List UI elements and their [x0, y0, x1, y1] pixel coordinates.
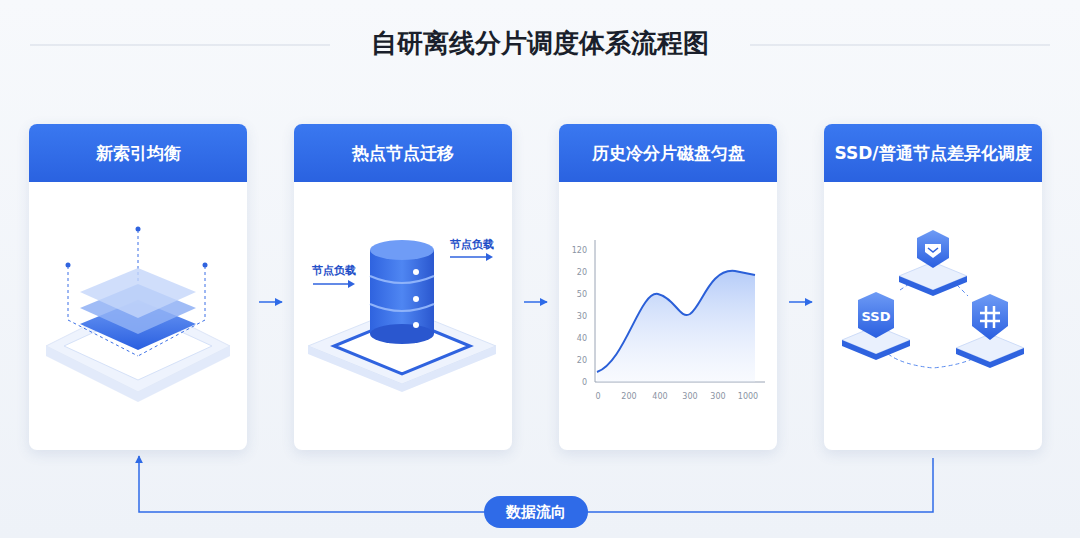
axis-tick: 120 [572, 246, 587, 255]
axis-tick: 1000 [738, 392, 758, 401]
line-chart [595, 240, 765, 382]
node-badges [842, 230, 1024, 368]
axis-tick: 300 [710, 392, 725, 401]
axis-tick: 300 [682, 392, 697, 401]
process-card: 热点节点迁移 [294, 124, 512, 450]
process-card: SSD/普通节点差异化调度 [824, 124, 1042, 450]
title-rule [750, 45, 1050, 46]
database-icon [308, 240, 496, 392]
flow-arrow [259, 301, 282, 303]
flow-arrow [524, 301, 547, 303]
flow-note: 节点负载 [312, 263, 356, 278]
process-card: 历史冷分片磁盘匀盘 [559, 124, 777, 450]
flow-note: 节点负载 [450, 237, 494, 252]
card-header: 历史冷分片磁盘匀盘 [559, 124, 777, 182]
card-header: SSD/普通节点差异化调度 [824, 124, 1042, 182]
axis-tick: 20 [577, 356, 587, 365]
flow-arrow [789, 301, 812, 303]
axis-tick: 400 [652, 392, 667, 401]
axis-tick: 0 [582, 378, 587, 387]
card-title: SSD/普通节点差异化调度 [834, 142, 1031, 165]
card-title: 历史冷分片磁盘匀盘 [592, 142, 745, 165]
card-header: 新索引均衡 [29, 124, 247, 182]
icon-text: SSD [862, 309, 891, 324]
axis-tick: 40 [577, 334, 587, 343]
title-rule [30, 45, 330, 46]
axis-tick: 30 [577, 312, 587, 321]
axis-tick: 0 [595, 392, 600, 401]
edge-label: 数据流向 [484, 496, 588, 528]
card-title: 新索引均衡 [96, 142, 181, 165]
process-card: 新索引均衡 [29, 124, 247, 450]
axis-tick: 50 [577, 290, 587, 299]
axis-tick: 20 [577, 268, 587, 277]
diagram-title: 自研离线分片调度体系流程图 [0, 26, 1080, 61]
card-title: 热点节点迁移 [352, 142, 454, 165]
card-header: 热点节点迁移 [294, 124, 512, 182]
layer-stack-icon [46, 227, 230, 403]
axis-tick: 200 [621, 392, 636, 401]
